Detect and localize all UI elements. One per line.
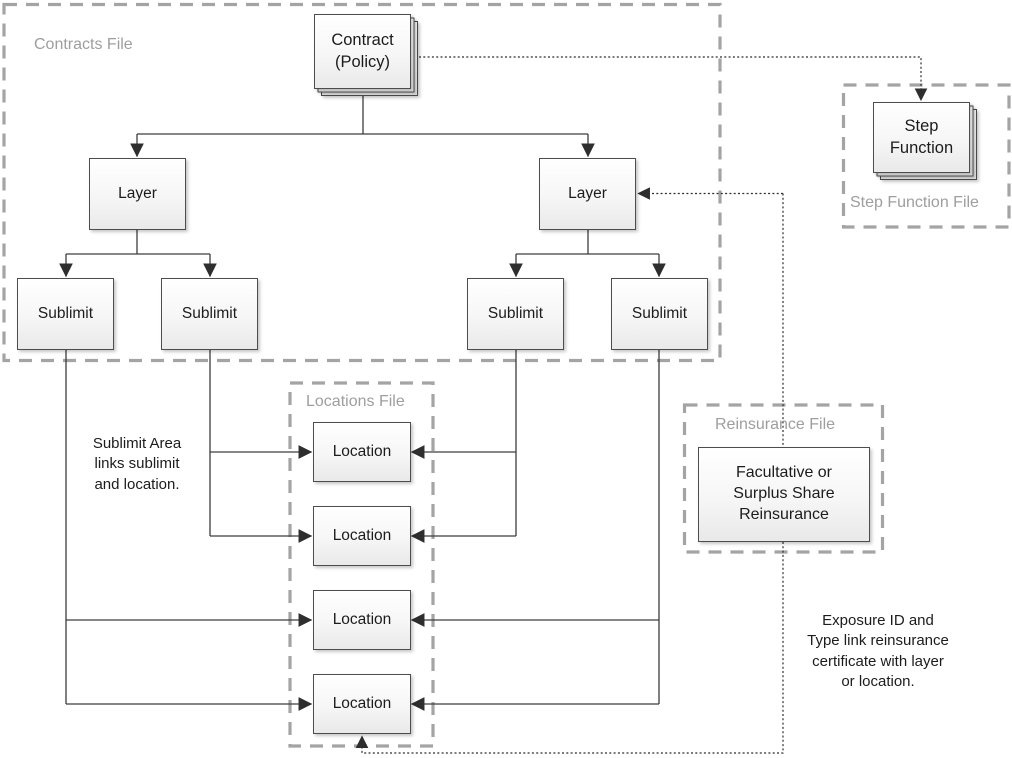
contract-node: Contract (Policy) (314, 14, 418, 96)
step-function-node: Step Function (873, 102, 977, 180)
location-node-1: Location (313, 422, 411, 482)
reinsurance-file-label: Reinsurance File (715, 416, 836, 433)
location-node-2: Location (313, 506, 411, 566)
exposure-id-annotation: Exposure ID and Type link reinsurance ce… (807, 612, 949, 691)
contract-label: Contract (Policy) (314, 14, 411, 89)
layer-right-node: Layer (539, 158, 636, 230)
step-function-file-label: Step Function File (850, 194, 979, 211)
contracts-file-label: Contracts File (34, 36, 133, 53)
sublimit-area-annotation: Sublimit Area links sublimit and locatio… (92, 435, 182, 493)
dotted-connector-contract-stepfunction (419, 56, 928, 102)
locations-file-label: Locations File (306, 393, 405, 410)
sublimit-node-1: Sublimit (17, 278, 114, 350)
contracts-file-border (2, 2, 722, 363)
reinsurance-node: Facultative or Surplus Share Reinsurance (698, 447, 870, 542)
sublimit-node-4: Sublimit (611, 278, 708, 350)
dotted-connector-reinsurance-location4 (355, 542, 784, 754)
location-node-3: Location (313, 590, 411, 650)
step-function-label: Step Function (873, 102, 970, 173)
location-node-4: Location (313, 674, 411, 734)
sublimit-node-3: Sublimit (467, 278, 564, 350)
sublimit-node-2: Sublimit (161, 278, 258, 350)
layer-left-node: Layer (89, 158, 186, 230)
